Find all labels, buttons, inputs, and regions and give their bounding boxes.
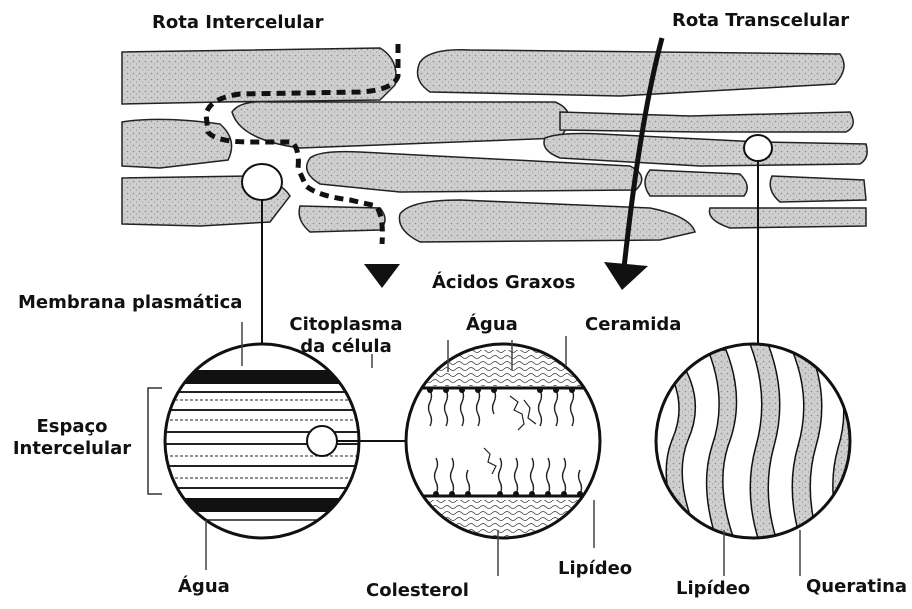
corneocyte bbox=[122, 48, 396, 104]
label-membrana-plasmatica: Membrana plasmática bbox=[18, 292, 242, 314]
zoom-circle-keratin bbox=[650, 340, 860, 550]
label-lipideo-mid: Lipídeo bbox=[558, 558, 632, 580]
zoom-circle-lipid-bilayer bbox=[400, 340, 610, 550]
corneocyte bbox=[418, 50, 844, 96]
label-lipideo-right: Lipídeo bbox=[676, 578, 750, 600]
label-citoplasma-line2: da célula bbox=[286, 336, 406, 358]
corneocyte bbox=[645, 170, 747, 196]
label-citoplasma: Citoplasma da célula bbox=[286, 314, 406, 358]
corneocyte bbox=[399, 200, 695, 242]
corneocyte bbox=[560, 112, 853, 132]
label-agua-mid: Água bbox=[466, 314, 518, 336]
label-rota-intercelular: Rota Intercelular bbox=[152, 12, 324, 34]
label-espaco-intercelular: Espaço Intercelular bbox=[10, 416, 134, 460]
corneocyte bbox=[770, 176, 866, 202]
inner-marker bbox=[307, 426, 337, 456]
transcellular-arrowhead bbox=[604, 262, 648, 290]
label-espaco-line1: Espaço bbox=[10, 416, 134, 438]
label-queratina: Queratina bbox=[806, 576, 907, 598]
corneocyte bbox=[122, 119, 232, 168]
label-espaco-line2: Intercelular bbox=[10, 438, 134, 460]
label-agua-bottom: Água bbox=[178, 576, 230, 598]
magnifier-marker-right bbox=[744, 135, 772, 161]
label-rota-transcelular: Rota Transcelular bbox=[672, 10, 849, 32]
label-citoplasma-line1: Citoplasma bbox=[286, 314, 406, 336]
label-acidos-graxos: Ácidos Graxos bbox=[432, 272, 576, 294]
zoom-circle-intercellular bbox=[160, 340, 408, 550]
corneocyte bbox=[544, 134, 867, 167]
magnifier-marker-left bbox=[242, 164, 282, 200]
intercellular-arrowhead bbox=[364, 264, 400, 288]
corneocyte bbox=[299, 206, 385, 232]
label-ceramida: Ceramida bbox=[585, 314, 681, 336]
label-colesterol: Colesterol bbox=[366, 580, 469, 602]
corneocyte bbox=[709, 208, 866, 228]
